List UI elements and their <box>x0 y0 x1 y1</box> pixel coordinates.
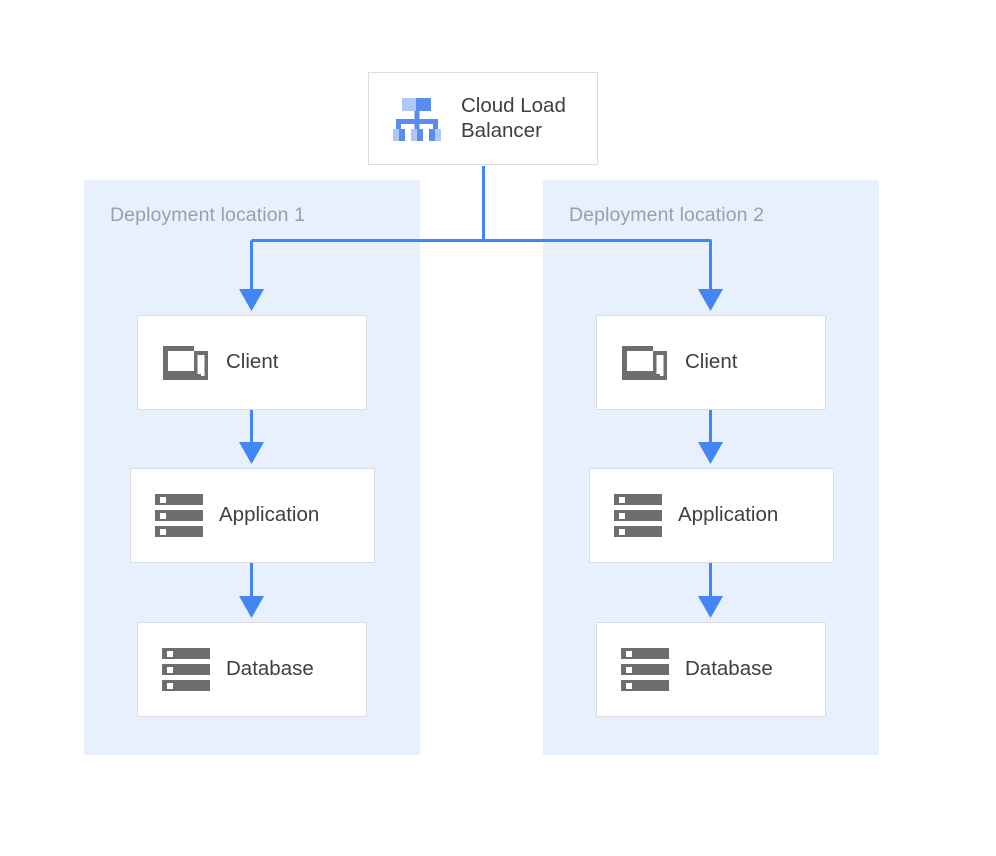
zone-1-label: Deployment location 1 <box>110 204 306 226</box>
node-database-1-label: Database <box>226 657 314 681</box>
server-stack-icon <box>621 647 669 691</box>
node-database-2-label: Database <box>685 657 773 681</box>
server-stack-icon <box>162 647 210 691</box>
node-application-1[interactable]: Application <box>130 468 375 563</box>
node-cloud-load-balancer-label: Cloud Load Balancer <box>461 93 566 142</box>
node-database-2[interactable]: Database <box>596 622 826 717</box>
node-cloud-load-balancer[interactable]: Cloud Load Balancer <box>368 72 598 165</box>
node-client-1-label: Client <box>226 350 279 374</box>
node-application-1-label: Application <box>219 503 320 527</box>
node-application-2-label: Application <box>678 503 779 527</box>
server-stack-icon <box>155 493 203 537</box>
cloud-load-balancer-icon <box>393 97 441 141</box>
node-application-2[interactable]: Application <box>589 468 834 563</box>
node-client-1[interactable]: Client <box>137 315 367 410</box>
node-client-2-label: Client <box>685 350 738 374</box>
zone-2-label: Deployment location 2 <box>569 204 765 226</box>
node-client-2[interactable]: Client <box>596 315 826 410</box>
client-devices-icon <box>622 345 667 380</box>
client-devices-icon <box>163 345 208 380</box>
server-stack-icon <box>614 493 662 537</box>
node-database-1[interactable]: Database <box>137 622 367 717</box>
